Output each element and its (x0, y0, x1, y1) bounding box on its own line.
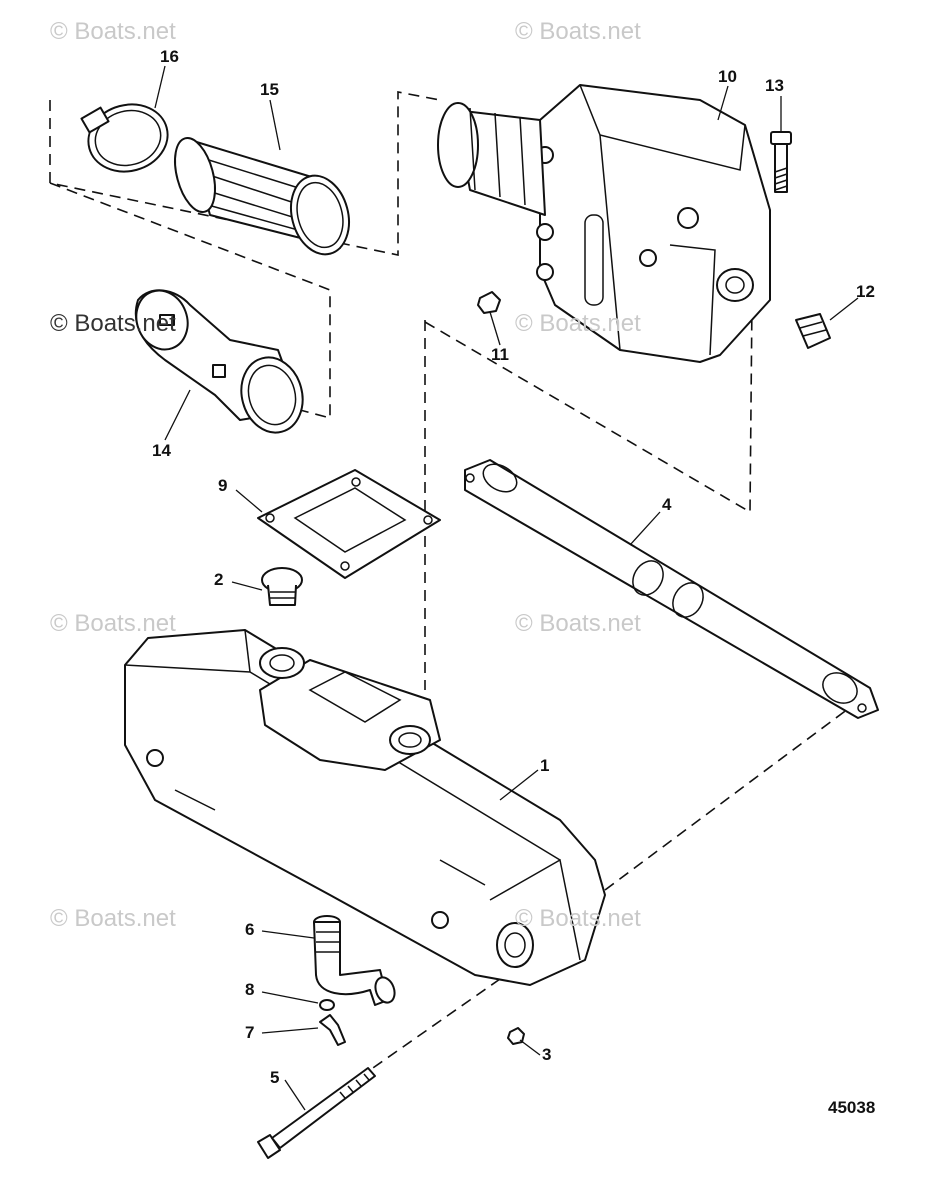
exhaust-manifold-part (124, 629, 606, 986)
hose-clamp-part (80, 103, 169, 173)
watermark: © Boats.net (515, 610, 641, 637)
watermark: © Boats.net (50, 905, 176, 932)
callout-8: 8 (245, 980, 255, 999)
callout-7: 7 (245, 1023, 255, 1042)
exhaust-elbow-part (437, 84, 771, 363)
callout-11: 11 (491, 345, 509, 364)
watermark: © Boats.net (50, 610, 176, 637)
bellows-hose-part (174, 137, 350, 256)
nut-part (477, 291, 501, 314)
exhaust-tube-part (134, 289, 304, 434)
bolt-part (770, 131, 792, 193)
square-gasket-part (257, 469, 441, 579)
watermark: © Boats.net (515, 310, 641, 337)
callout-6: 6 (245, 920, 255, 939)
callout-5: 5 (270, 1068, 280, 1087)
assembly-dashed-lines (49, 91, 861, 1141)
callout-14: 14 (152, 441, 171, 460)
figure-number: 45038 (828, 1098, 876, 1117)
callout-15: 15 (260, 80, 279, 99)
callout-3: 3 (542, 1045, 552, 1064)
callout-9: 9 (218, 476, 228, 495)
callout-12: 12 (856, 282, 875, 301)
watermark: © Boats.net (50, 310, 176, 337)
watermark: © Boats.net (50, 18, 176, 45)
long-bolt-part (257, 1067, 376, 1159)
callout-1: 1 (540, 756, 550, 775)
elbow-fitting-part (313, 915, 396, 1006)
o-ring-part (319, 999, 335, 1011)
threaded-plug-part (261, 567, 303, 606)
callout-4: 4 (662, 495, 672, 514)
callout-2: 2 (214, 570, 224, 589)
leader-lines (154, 65, 859, 1111)
watermark: © Boats.net (515, 18, 641, 45)
watermark: © Boats.net (515, 905, 641, 932)
callout-16: 16 (160, 47, 179, 66)
callout-13: 13 (765, 76, 784, 95)
callout-10: 10 (718, 67, 737, 86)
manifold-gasket-part (464, 459, 879, 719)
plug-part (795, 313, 831, 349)
drain-plug-part (319, 1014, 346, 1046)
